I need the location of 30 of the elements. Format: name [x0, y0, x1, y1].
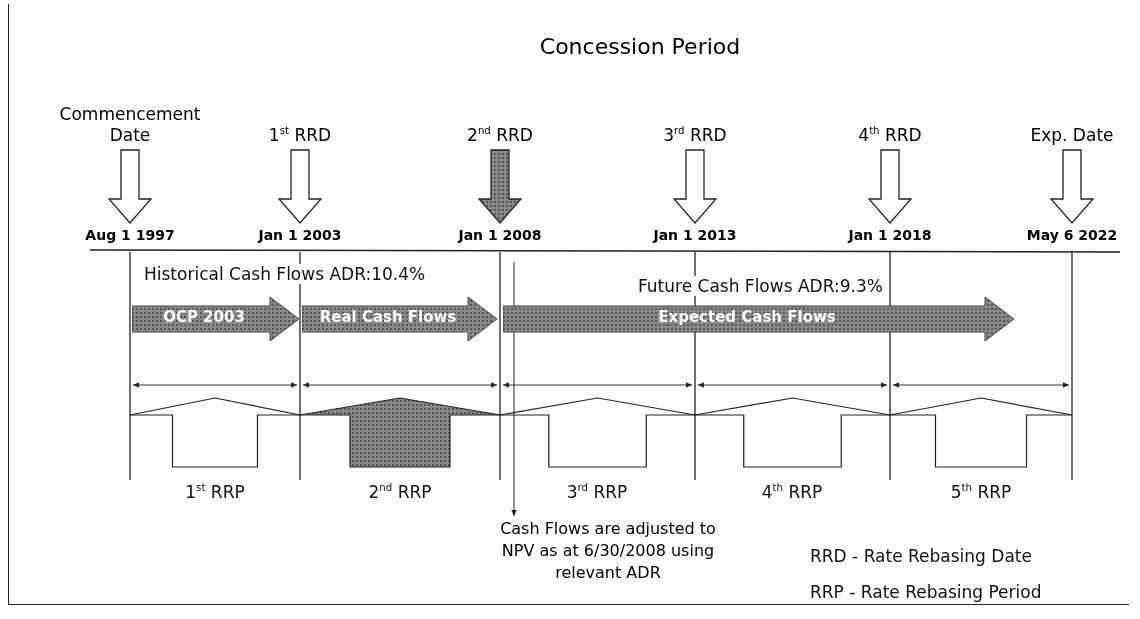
date-heading: Exp. Date [1030, 125, 1114, 146]
period-label: 1$^{st}$ RRP [184, 482, 246, 502]
rate-label: Future Cash Flows ADR:9.3% [636, 276, 885, 296]
date-label: Jan 1 2013 [653, 227, 737, 244]
leader-arrow [511, 261, 517, 517]
period-label: 2$^{nd}$ RRP [367, 482, 433, 502]
date-heading: Commencement Date [58, 104, 202, 146]
diagram-title: Concession Period [538, 34, 742, 59]
period-label: 4$^{th}$ RRP [760, 482, 824, 502]
date-heading: 4$^{th}$ RRD [858, 124, 922, 146]
note-text: Cash Flows are adjusted to NPV as at 6/30/2008 using relevant ADR [490, 518, 726, 584]
date-heading: 1$^{st}$ RRD [268, 124, 332, 146]
cash-flow-band [132, 296, 300, 342]
date-label: May 6 2022 [1026, 227, 1118, 244]
date-label: Aug 1 1997 [85, 227, 175, 244]
cash-flow-band [302, 296, 498, 342]
cash-flow-band [503, 296, 1015, 342]
date-label: Jan 1 2008 [458, 227, 542, 244]
legend-text: RRD - Rate Rebasing Date [810, 546, 1032, 566]
rate-label: Historical Cash Flows ADR:10.4% [142, 264, 428, 284]
period-label: 5$^{th}$ RRP [949, 482, 1013, 502]
period-label: 3$^{rd}$ RRP [565, 482, 629, 502]
date-heading: 2$^{nd}$ RRD [467, 124, 533, 146]
date-heading: 3$^{rd}$ RRD [663, 124, 727, 146]
date-label: Jan 1 2018 [848, 227, 932, 244]
date-label: Jan 1 2003 [258, 227, 342, 244]
arrow-label: Real Cash Flows [318, 308, 458, 326]
arrow-label: OCP 2003 [162, 308, 246, 326]
arrow-label: Expected Cash Flows [657, 308, 837, 326]
legend-text: RRP - Rate Rebasing Period [810, 582, 1042, 602]
